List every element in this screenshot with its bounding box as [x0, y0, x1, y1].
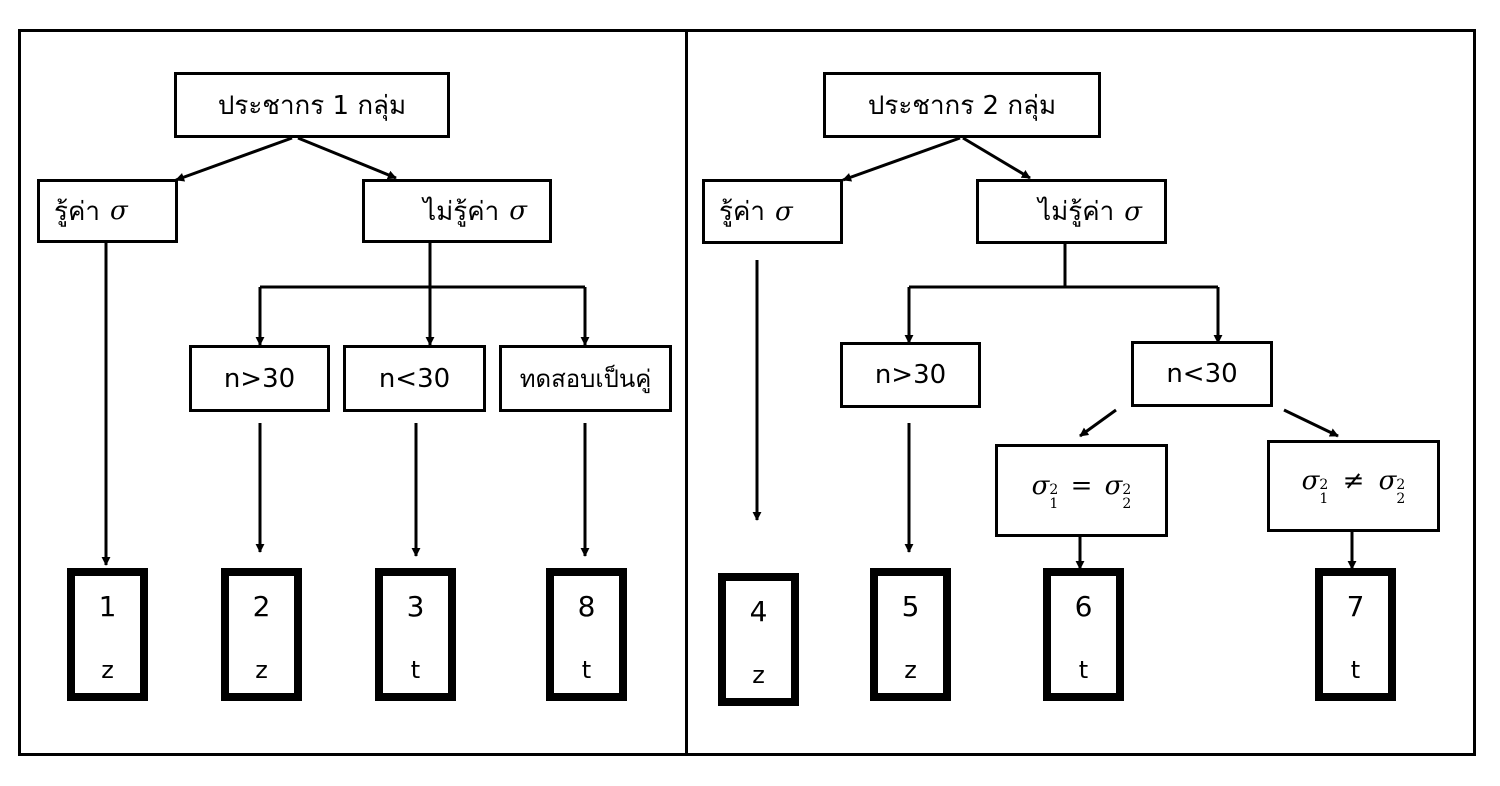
- sub-2: 2: [1396, 491, 1406, 507]
- right-panel: [685, 29, 1476, 756]
- sigma-symbol-left-known: σ: [109, 196, 128, 226]
- root-two-label: ประชากร 2 กลุ่ม: [867, 90, 1057, 121]
- known-label-left: รู้ค่า: [54, 196, 100, 227]
- leaf-statistic: t: [1078, 656, 1089, 684]
- leaf-number: 1: [98, 590, 117, 623]
- arrow-nlt2-equal: [1079, 408, 1117, 438]
- known-label-right: รู้ค่า: [719, 197, 765, 227]
- sup-1: 2: [1319, 477, 1329, 493]
- n-greater-30-left: n>30: [189, 345, 330, 412]
- sigma-1: σ: [1031, 470, 1050, 501]
- unknown-sigma-left: ไม่รู้ค่า σ: [362, 179, 552, 243]
- n-greater-30-right: n>30: [840, 342, 981, 408]
- sigma-symbol-left-unknown: σ: [509, 196, 527, 226]
- arrow-nlt2-unequal: [1283, 408, 1339, 438]
- sigma-symbol-right-known: σ: [774, 196, 793, 227]
- n-less-30-right: n<30: [1131, 341, 1273, 407]
- sup-2: 2: [1122, 481, 1132, 498]
- root-two-populations: ประชากร 2 กลุ่ม: [823, 72, 1101, 138]
- leaf-statistic: t: [410, 656, 421, 684]
- leaf-statistic: t: [581, 656, 592, 684]
- n-lt-label-left: n<30: [378, 363, 451, 394]
- unknown-label-left: ไม่รู้ค่า: [423, 196, 500, 227]
- unknown-label-right: ไม่รู้ค่า: [1038, 197, 1115, 227]
- sigma-2: σ: [1104, 470, 1123, 501]
- leaf-statistic: z: [101, 656, 114, 684]
- arrow-root1-known: [175, 136, 293, 182]
- leaf-6: 6 t: [1043, 568, 1124, 701]
- leaf-4: 4 z: [718, 573, 799, 706]
- leaf-1: 1 z: [67, 568, 148, 701]
- arrow-root2-known: [842, 136, 961, 182]
- root-one-population: ประชากร 1 กลุ่ม: [174, 72, 450, 138]
- n-gt-label-right: n>30: [874, 360, 947, 390]
- sigma-symbol-right-unknown: σ: [1124, 196, 1142, 227]
- leaf-7: 7 t: [1315, 568, 1396, 701]
- leaf-statistic: z: [904, 656, 917, 684]
- leaf-number: 4: [749, 595, 768, 628]
- sub-2: 2: [1122, 495, 1132, 512]
- arrow-root1-unknown: [297, 136, 397, 180]
- known-sigma-left: รู้ค่า σ: [37, 179, 178, 243]
- sup-2: 2: [1396, 477, 1406, 493]
- equals-operator: =: [1070, 470, 1093, 501]
- leaf-number: 2: [252, 590, 271, 623]
- paired-label: ทดสอบเป็นคู่: [519, 365, 652, 393]
- leaf-number: 3: [406, 590, 425, 623]
- leaf-number: 7: [1346, 590, 1365, 623]
- arrow-root2-unknown: [962, 136, 1031, 180]
- leaf-3: 3 t: [375, 568, 456, 701]
- sup-1: 2: [1049, 481, 1059, 498]
- known-sigma-right: รู้ค่า σ: [702, 179, 843, 244]
- leaf-statistic: z: [255, 656, 268, 684]
- n-gt-label-left: n>30: [223, 363, 296, 394]
- leaf-number: 8: [577, 590, 596, 623]
- root-one-label: ประชากร 1 กลุ่ม: [217, 90, 407, 121]
- sigma-2: σ: [1378, 466, 1397, 496]
- paired-test: ทดสอบเป็นคู่: [499, 345, 672, 412]
- leaf-number: 5: [901, 590, 920, 623]
- leaf-5: 5 z: [870, 568, 951, 701]
- leaf-statistic: z: [752, 661, 765, 689]
- leaf-number: 6: [1074, 590, 1093, 623]
- sub-1: 1: [1319, 491, 1329, 507]
- leaf-2: 2 z: [221, 568, 302, 701]
- sub-1: 1: [1049, 495, 1059, 512]
- n-less-30-left: n<30: [343, 345, 486, 412]
- leaf-8: 8 t: [546, 568, 627, 701]
- unknown-sigma-right: ไม่รู้ค่า σ: [976, 179, 1167, 244]
- n-lt-label-right: n<30: [1166, 359, 1238, 389]
- sigma-1: σ: [1301, 466, 1320, 496]
- not-equals-operator: ≠: [1342, 466, 1365, 496]
- leaf-statistic: t: [1350, 656, 1361, 684]
